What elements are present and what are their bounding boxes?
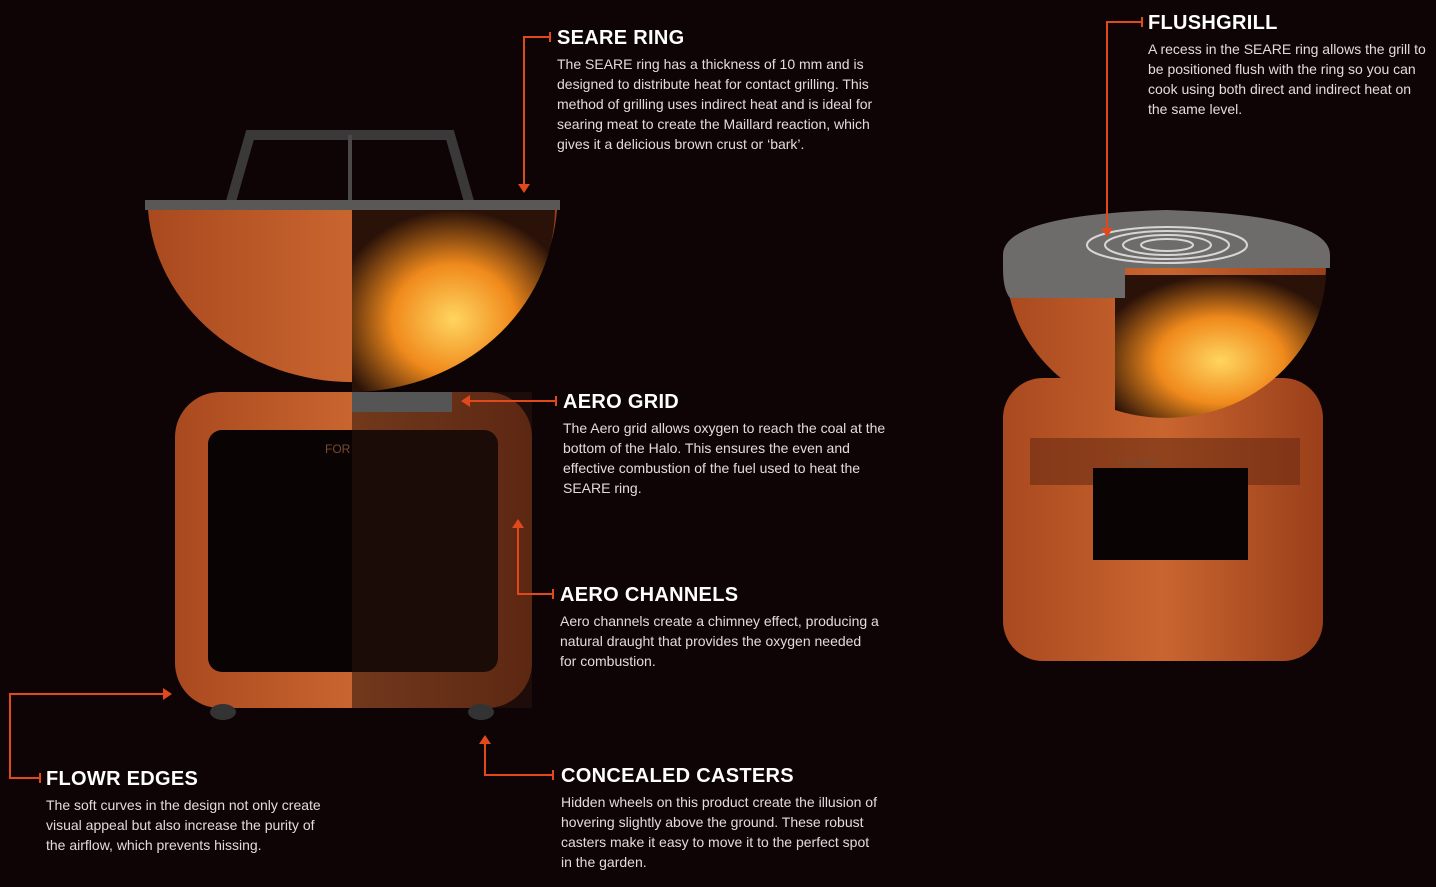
arrowheads bbox=[163, 184, 1113, 744]
callout-lines bbox=[9, 17, 1143, 783]
callout-title: FLUSHGRILL bbox=[1148, 12, 1278, 34]
callout-flowr-edges: FLOWR EDGES The soft curves in the desig… bbox=[46, 767, 331, 855]
callout-seare-ring: SEARE RING The SEARE ring has a thicknes… bbox=[557, 26, 887, 154]
callout-title: CONCEALED CASTERS bbox=[561, 765, 794, 787]
right-brand-logo: FORNO bbox=[1118, 457, 1158, 469]
callout-body: Hidden wheels on this product create the… bbox=[561, 794, 877, 870]
callout-aero-grid: AERO GRID The Aero grid allows oxygen to… bbox=[563, 390, 888, 498]
callout-body: The soft curves in the design not only c… bbox=[46, 797, 321, 853]
callout-body: Aero channels create a chimney effect, p… bbox=[560, 613, 879, 669]
callout-concealed-casters: CONCEALED CASTERS Hidden wheels on this … bbox=[561, 764, 881, 872]
callout-title: FLOWR EDGES bbox=[46, 768, 199, 790]
callout-title: AERO CHANNELS bbox=[560, 584, 739, 606]
callout-body: The SEARE ring has a thickness of 10 mm … bbox=[557, 56, 873, 152]
callout-title: AERO GRID bbox=[563, 391, 680, 413]
callout-body: A recess in the SEARE ring allows the gr… bbox=[1148, 41, 1426, 117]
callout-title: SEARE RING bbox=[557, 27, 685, 49]
flushgrill-cutaway: FORNO bbox=[1003, 210, 1330, 661]
left-brand-logo: FOR bbox=[325, 442, 351, 456]
callout-body: The Aero grid allows oxygen to reach the… bbox=[563, 420, 886, 496]
callout-aero-channels: AERO CHANNELS Aero channels create a chi… bbox=[560, 583, 880, 671]
callout-flushgrill: FLUSHGRILL A recess in the SEARE ring al… bbox=[1148, 11, 1428, 119]
halo-grill-cutaway: FOR bbox=[145, 130, 560, 720]
